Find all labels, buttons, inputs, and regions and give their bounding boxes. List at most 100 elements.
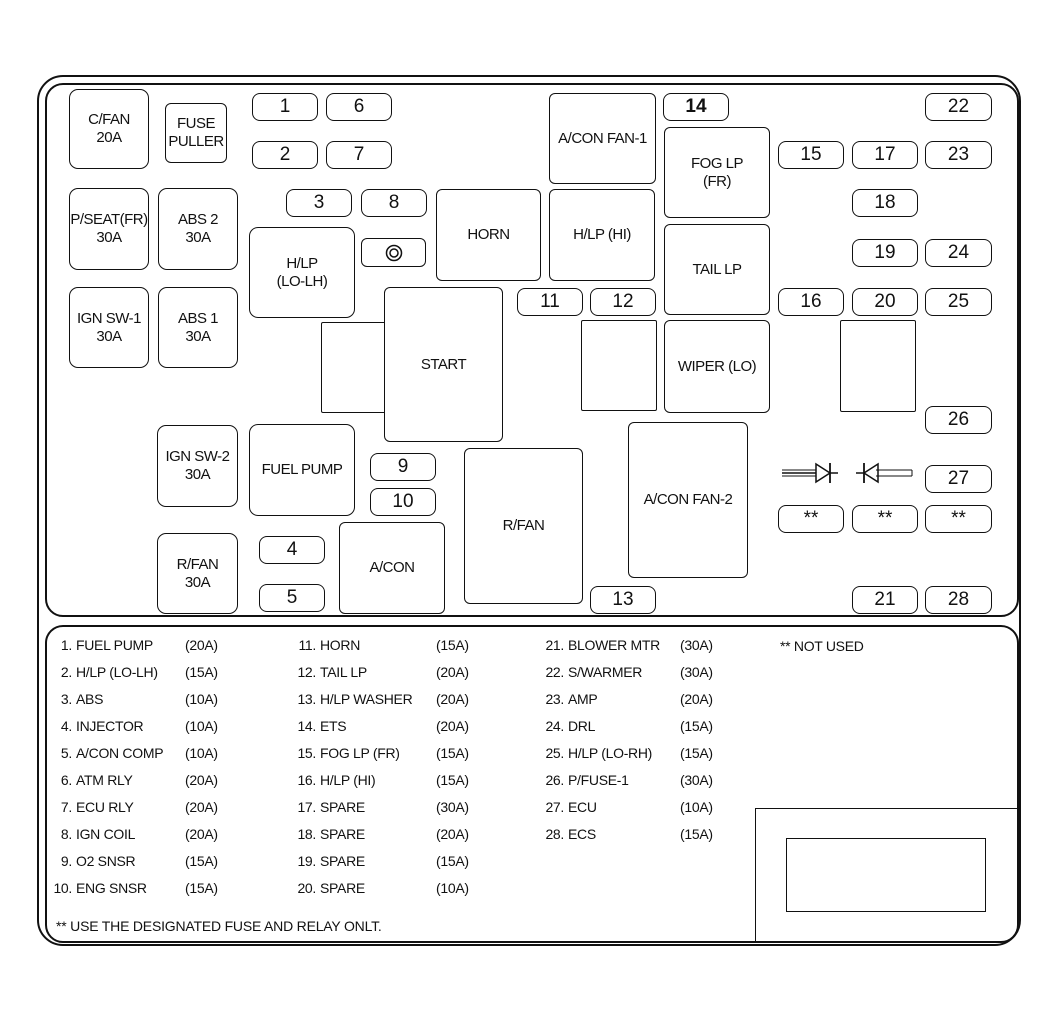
legend-item: 10.ENG SNSR bbox=[53, 880, 147, 896]
fuse-slot-3[interactable]: 3 bbox=[286, 189, 352, 217]
legend-amp: (20A) bbox=[436, 718, 469, 734]
legend-amp: (15A) bbox=[436, 637, 469, 653]
legend-amp: (15A) bbox=[185, 853, 218, 869]
legend-item: 26.P/FUSE-1 bbox=[545, 772, 629, 788]
legend-amp: (15A) bbox=[680, 826, 713, 842]
legend-amp: (20A) bbox=[436, 664, 469, 680]
fuse-slot-not-used-2[interactable]: ** bbox=[852, 505, 918, 533]
legend-amp: (20A) bbox=[436, 826, 469, 842]
blank-relay-slot-center bbox=[581, 320, 657, 411]
fuse-slot-9[interactable]: 9 bbox=[370, 453, 436, 481]
fuse-legend-panel bbox=[45, 625, 1019, 943]
fuse-box-outline bbox=[37, 75, 1021, 946]
tail-lp-relay[interactable]: TAIL LP bbox=[664, 224, 770, 315]
legend-amp: (20A) bbox=[185, 799, 218, 815]
fuse-slot-19[interactable]: 19 bbox=[852, 239, 918, 267]
fuse-slot-14[interactable]: 14 bbox=[663, 93, 729, 121]
fuse-slot-2[interactable]: 2 bbox=[252, 141, 318, 169]
hlp-lolh-relay[interactable]: H/LP (LO-LH) bbox=[249, 227, 355, 318]
fuse-slot-4[interactable]: 4 bbox=[259, 536, 325, 564]
horn-relay[interactable]: HORN bbox=[436, 189, 541, 281]
fuse-slot-21[interactable]: 21 bbox=[852, 586, 918, 614]
hlp-hi-relay[interactable]: H/LP (HI) bbox=[549, 189, 655, 281]
fuse-slot-13[interactable]: 13 bbox=[590, 586, 656, 614]
fuse-slot-22[interactable]: 22 bbox=[925, 93, 992, 121]
fuse-slot-6[interactable]: 6 bbox=[326, 93, 392, 121]
legend-amp: (20A) bbox=[185, 772, 218, 788]
legend-amp: (20A) bbox=[436, 691, 469, 707]
fuse-slot-1[interactable]: 1 bbox=[252, 93, 318, 121]
acon-relay[interactable]: A/CON bbox=[339, 522, 445, 614]
legend-item: 20.SPARE bbox=[297, 880, 365, 896]
cfan-fuse[interactable]: C/FAN 20A bbox=[69, 89, 149, 169]
legend-item: 17.SPARE bbox=[297, 799, 365, 815]
fuse-slot-23[interactable]: 23 bbox=[925, 141, 992, 169]
rfan-relay[interactable]: R/FAN bbox=[464, 448, 583, 604]
fuse-slot-18[interactable]: 18 bbox=[852, 189, 918, 217]
legend-amp: (15A) bbox=[185, 880, 218, 896]
not-used-note: ** NOT USED bbox=[780, 638, 864, 654]
abs2-fuse[interactable]: ABS 2 30A bbox=[158, 188, 238, 270]
fuse-slot-12[interactable]: 12 bbox=[590, 288, 656, 316]
legend-item: 25.H/LP (LO-RH) bbox=[545, 745, 653, 761]
fuse-slot-27[interactable]: 27 bbox=[925, 465, 992, 493]
legend-item: 6.ATM RLY bbox=[60, 772, 133, 788]
fuse-slot-17[interactable]: 17 bbox=[852, 141, 918, 169]
fuse-puller[interactable]: FUSE PULLER bbox=[165, 103, 227, 163]
legend-amp: (10A) bbox=[185, 718, 218, 734]
fuse-slot-not-used-1[interactable]: ** bbox=[778, 505, 844, 533]
legend-item: 7.ECU RLY bbox=[60, 799, 134, 815]
fuel-pump-relay[interactable]: FUEL PUMP bbox=[249, 424, 355, 516]
legend-amp: (10A) bbox=[185, 691, 218, 707]
legend-item: 8.IGN COIL bbox=[60, 826, 136, 842]
fuse-panel-layout bbox=[45, 83, 1019, 617]
fog-lp-relay[interactable]: FOG LP (FR) bbox=[664, 127, 770, 218]
legend-amp: (15A) bbox=[680, 745, 713, 761]
fuse-slot-11[interactable]: 11 bbox=[517, 288, 583, 316]
fuse-slot-25[interactable]: 25 bbox=[925, 288, 992, 316]
fuse-slot-5[interactable]: 5 bbox=[259, 584, 325, 612]
fuse-slot-10[interactable]: 10 bbox=[370, 488, 436, 516]
fuse-slot-not-used-3[interactable]: ** bbox=[925, 505, 992, 533]
ign-sw2-fuse[interactable]: IGN SW-2 30A bbox=[157, 425, 238, 507]
legend-item: 21.BLOWER MTR bbox=[545, 637, 660, 653]
diode-left-icon bbox=[856, 462, 913, 484]
fuse-slot-15[interactable]: 15 bbox=[778, 141, 844, 169]
legend-item: 22.S/WARMER bbox=[545, 664, 643, 680]
fuse-slot-8[interactable]: 8 bbox=[361, 189, 427, 217]
connector-socket bbox=[361, 238, 426, 267]
blank-relay-slot-right bbox=[840, 320, 916, 412]
label-box bbox=[786, 838, 986, 912]
pseat-fuse[interactable]: P/SEAT(FR) 30A bbox=[69, 188, 149, 270]
socket-icon bbox=[385, 244, 402, 261]
legend-amp: (15A) bbox=[436, 772, 469, 788]
rfan-fuse[interactable]: R/FAN 30A bbox=[157, 533, 238, 614]
legend-item: 23.AMP bbox=[545, 691, 598, 707]
legend-item: 13.H/LP WASHER bbox=[297, 691, 413, 707]
legend-item: 1.FUEL PUMP bbox=[60, 637, 153, 653]
legend-item: 28.ECS bbox=[545, 826, 596, 842]
fuse-slot-24[interactable]: 24 bbox=[925, 239, 992, 267]
acon-fan2-relay[interactable]: A/CON FAN-2 bbox=[628, 422, 748, 578]
legend-item: 27.ECU bbox=[545, 799, 597, 815]
start-relay-side-block bbox=[321, 322, 387, 413]
legend-item: 2.H/LP (LO-LH) bbox=[60, 664, 158, 680]
legend-amp: (20A) bbox=[680, 691, 713, 707]
legend-item: 16.H/LP (HI) bbox=[297, 772, 376, 788]
fuse-slot-26[interactable]: 26 bbox=[925, 406, 992, 434]
legend-item: 15.FOG LP (FR) bbox=[297, 745, 400, 761]
fuse-slot-20[interactable]: 20 bbox=[852, 288, 918, 316]
start-relay[interactable]: START bbox=[384, 287, 503, 442]
legend-amp: (30A) bbox=[680, 637, 713, 653]
acon-fan1-relay[interactable]: A/CON FAN-1 bbox=[549, 93, 656, 184]
ign-sw1-fuse[interactable]: IGN SW-1 30A bbox=[69, 287, 149, 368]
fuse-slot-28[interactable]: 28 bbox=[925, 586, 992, 614]
legend-item: 9.O2 SNSR bbox=[60, 853, 136, 869]
wiper-lo-relay[interactable]: WIPER (LO) bbox=[664, 320, 770, 413]
legend-amp: (10A) bbox=[436, 880, 469, 896]
legend-amp: (15A) bbox=[185, 664, 218, 680]
fuse-slot-16[interactable]: 16 bbox=[778, 288, 844, 316]
fuse-slot-7[interactable]: 7 bbox=[326, 141, 392, 169]
legend-item: 18.SPARE bbox=[297, 826, 365, 842]
abs1-fuse[interactable]: ABS 1 30A bbox=[158, 287, 238, 368]
